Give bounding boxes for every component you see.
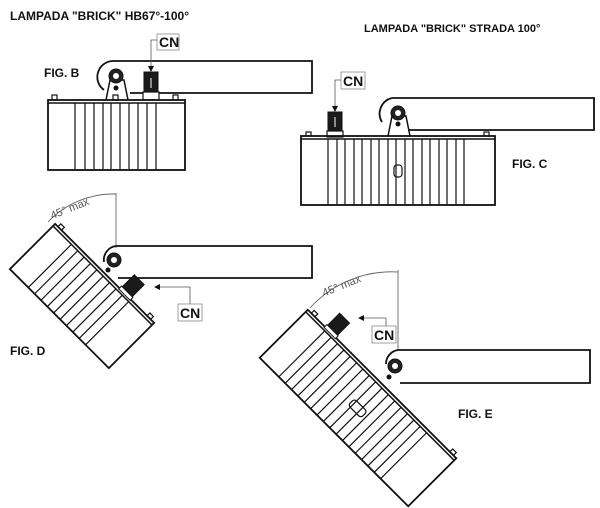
lamp-body	[300, 135, 496, 206]
lamp-body	[8, 222, 156, 370]
cn-label-box	[156, 33, 180, 51]
cn-label: CN	[180, 305, 200, 321]
cable-gland-base	[326, 130, 344, 138]
arm-hinge-arc	[96, 60, 114, 91]
figure-d: FIG. D 45° max C	[8, 193, 313, 370]
figure-d-label: FIG. D	[10, 344, 46, 358]
cn-leader-line	[364, 317, 387, 326]
tilted-lamp	[258, 308, 458, 508]
angle-label: 45° max	[49, 196, 91, 222]
heatsink-fins	[74, 103, 157, 170]
lug	[483, 131, 490, 137]
lug	[305, 131, 312, 137]
pivot-knob-center	[392, 363, 398, 369]
cable-gland-base	[323, 323, 339, 340]
tilted-lamp	[8, 222, 156, 370]
heatsink-fins	[327, 139, 465, 205]
lug	[310, 309, 319, 318]
pivot-knob-center	[113, 73, 119, 79]
angle-arc	[47, 193, 117, 223]
bracket-bolt	[395, 121, 401, 127]
lamp-body	[47, 99, 186, 171]
cn-label-box	[177, 303, 203, 322]
bracket-bolt	[105, 267, 111, 273]
cn-label: CN	[374, 327, 394, 343]
figure-e: FIG. E 45° max	[258, 270, 591, 508]
figure-c: FIG. C CN	[300, 71, 595, 206]
lug	[57, 223, 66, 232]
heatsink-fins	[278, 330, 428, 480]
lug	[51, 94, 58, 101]
mounting-arm	[398, 349, 591, 384]
figure-b: FIG. B CN	[44, 33, 313, 171]
lug	[146, 312, 155, 321]
lamp-top-plate	[305, 311, 455, 461]
cn-label: CN	[159, 34, 179, 50]
cn-arrow	[154, 284, 160, 290]
mounting-arm	[116, 245, 313, 279]
cable-gland-base	[118, 285, 134, 301]
mounting-arm	[392, 97, 595, 131]
mounting-arm	[113, 60, 313, 94]
pivot-knob-center	[395, 110, 401, 116]
arm-hinge-arc	[102, 245, 117, 263]
cable-gland-base	[142, 91, 160, 101]
arm-hinge-arc	[385, 349, 399, 365]
figure-b-label: FIG. B	[44, 66, 80, 80]
cn-label: CN	[343, 73, 363, 89]
lug	[172, 94, 179, 101]
cn-leader-line	[334, 79, 343, 110]
lug	[449, 448, 458, 457]
figure-e-label: FIG. E	[458, 407, 493, 421]
label-plate	[393, 164, 403, 178]
cn-label-box	[371, 325, 397, 344]
pivot-knob-center	[111, 257, 117, 263]
figure-c-label: FIG. C	[512, 157, 548, 171]
cn-leader-line	[160, 286, 191, 305]
angle-label: 45° max	[321, 273, 363, 299]
label-plate	[348, 399, 367, 418]
title-hb67: LAMPADA "BRICK" HB67°-100°	[10, 9, 189, 23]
title-strada: LAMPADA "BRICK" STRADA 100°	[364, 23, 540, 35]
cn-arrow	[148, 66, 154, 72]
lamp-top-plate	[52, 225, 153, 326]
cn-arrow	[332, 106, 338, 112]
cn-label-box	[340, 71, 366, 90]
lamp-body	[258, 308, 458, 508]
arm-hinge-arc	[378, 97, 393, 123]
angle-arc	[309, 271, 399, 309]
heatsink-fins	[27, 243, 130, 346]
cn-arrow	[358, 315, 364, 321]
bracket-bolt	[386, 374, 392, 380]
bracket-bolt	[113, 85, 119, 91]
lug	[112, 94, 119, 101]
